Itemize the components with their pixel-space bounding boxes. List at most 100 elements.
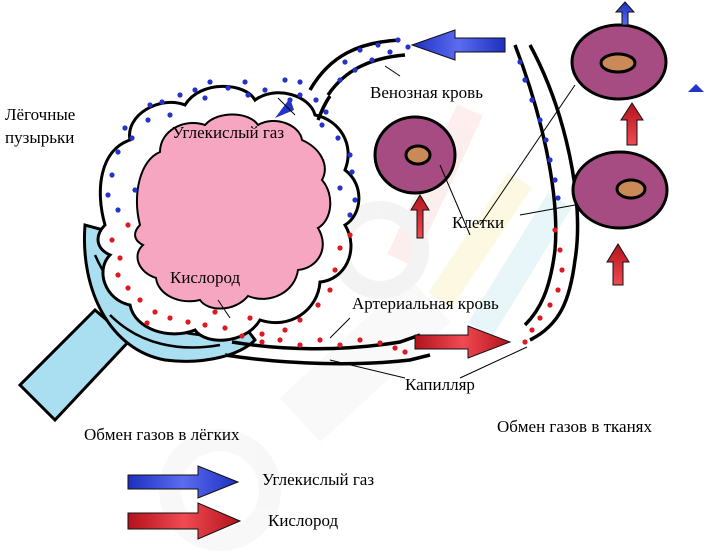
o2-dot (559, 267, 565, 273)
o2-dot (239, 333, 245, 339)
watermark (159, 104, 572, 551)
o2-dot (109, 237, 115, 243)
o2-dot (377, 340, 383, 346)
co2-dot (297, 79, 303, 85)
co2-arrow-venous (410, 29, 506, 61)
co2-dot (145, 117, 151, 123)
co2-dot (122, 125, 128, 131)
co2-dot (159, 99, 165, 105)
co2-dot (115, 207, 121, 213)
co2-dot (192, 87, 198, 93)
co2-arrow-small-right (688, 84, 704, 92)
o2-dot (297, 317, 303, 323)
o2-dot (337, 342, 343, 348)
co2-dot (342, 59, 348, 65)
co2-dot (547, 157, 553, 163)
o2-dot (555, 287, 561, 293)
o2-dot (115, 272, 121, 278)
o2-dots (109, 222, 565, 355)
o2-inside-label: Кислород (170, 268, 240, 287)
co2-dot (347, 152, 353, 158)
co2-dot (337, 77, 343, 83)
co2-dot (555, 195, 561, 201)
o2-arrow-arterial (414, 325, 512, 359)
o2-dot (529, 327, 535, 333)
cells-label: Клетки (452, 213, 504, 232)
co2-inside-label: Углекислый газ (172, 123, 284, 142)
co2-dot (405, 44, 411, 50)
cell-bottom-right (571, 150, 669, 230)
co2-dot (337, 185, 343, 191)
o2-dot (259, 331, 265, 337)
leader-lines (217, 65, 576, 379)
o2-dot (315, 302, 321, 308)
co2-dot (347, 212, 353, 218)
o2-dot (547, 302, 553, 308)
o2-dot (282, 327, 288, 333)
o2-dot (247, 315, 253, 321)
o2-dot (222, 325, 228, 331)
co2-dot (105, 192, 111, 198)
o2-dot (125, 222, 131, 228)
o2-dot (277, 337, 283, 343)
legend-co2-arrow (127, 465, 240, 499)
o2-dot (144, 320, 150, 326)
capillary-label: Капилляр (405, 375, 475, 394)
o2-dot (337, 245, 343, 251)
lung-bubbles-label-line2: пузырьки (5, 128, 74, 147)
o2-dot (537, 315, 543, 321)
lung-bubbles-label-line1: Лёгочные (5, 105, 75, 124)
co2-dot (242, 79, 248, 85)
o2-dot (297, 342, 303, 348)
co2-dot (129, 135, 135, 141)
co2-dot (282, 77, 288, 83)
co2-dot (132, 187, 138, 193)
o2-dot (402, 349, 408, 355)
o2-dot (332, 267, 338, 273)
co2-dot (225, 85, 231, 91)
o2-dot (185, 319, 191, 325)
co2-dot (177, 92, 183, 98)
co2-dot (335, 135, 341, 141)
o2-dot (202, 322, 208, 328)
co2-dot (552, 177, 558, 183)
co2-dot (352, 67, 358, 73)
co2-dot (313, 97, 319, 103)
o2-dot (117, 255, 123, 261)
co2-dot (323, 109, 329, 115)
co2-dot (349, 169, 355, 175)
co2-dot (522, 77, 528, 83)
co2-dot (109, 172, 115, 178)
cell-left (373, 115, 457, 195)
o2-dot (392, 345, 398, 351)
co2-dot (529, 97, 535, 103)
o2-dot (347, 232, 353, 238)
co2-dot (245, 92, 251, 98)
co2-dot (369, 57, 375, 63)
o2-dot (357, 337, 363, 343)
alveolus (96, 84, 361, 342)
legend-o2-arrow (127, 502, 242, 540)
co2-dot (543, 137, 549, 143)
o2-arrow-cell-left (410, 194, 430, 239)
o2-dot (137, 297, 143, 303)
cell-top-right (570, 23, 668, 101)
legend-o2-label: Кислород (268, 511, 338, 530)
co2-arrow-small-alveolus (275, 98, 294, 118)
co2-dot (357, 47, 363, 53)
co2-dot (395, 37, 401, 43)
o2-dot (557, 247, 563, 253)
co2-dot (352, 197, 358, 203)
legend-co2-label: Углекислый газ (262, 470, 374, 489)
exchange-lungs-label: Обмен газов в лёгких (84, 425, 240, 444)
o2-dot (552, 227, 558, 233)
exchange-tissues-label: Обмен газов в тканях (497, 417, 652, 436)
o2-dot (317, 337, 323, 343)
co2-dot (147, 102, 153, 108)
o2-arrow-middle-right (620, 102, 644, 146)
co2-dot (297, 92, 303, 98)
co2-dot (262, 87, 268, 93)
o2-dot (327, 287, 333, 293)
co2-dot (517, 59, 523, 65)
